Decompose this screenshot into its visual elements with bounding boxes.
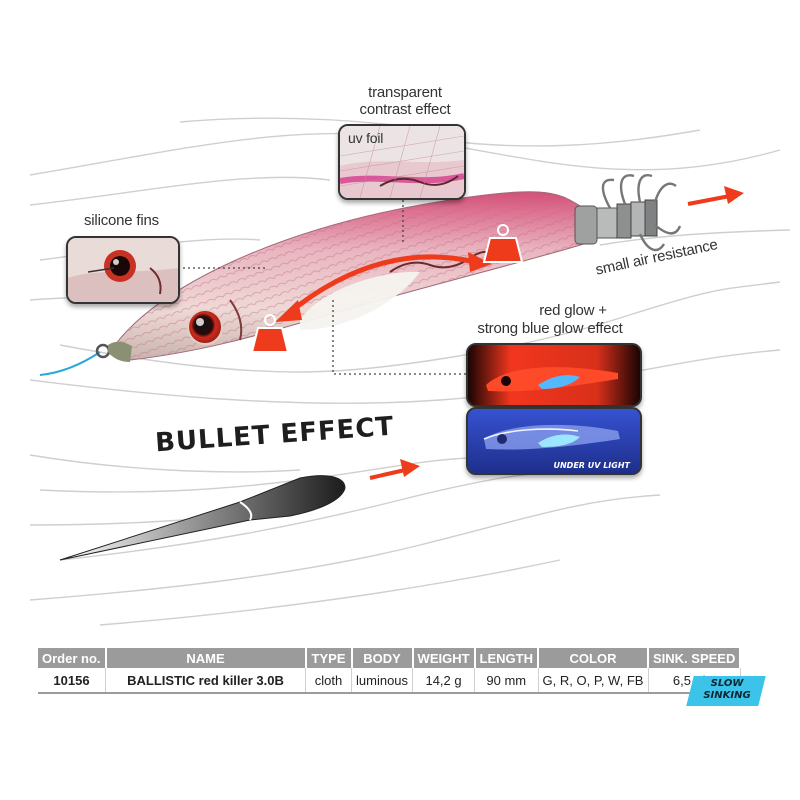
squid-hooks	[601, 174, 682, 252]
order-no-cell: 10156	[38, 668, 107, 694]
under-uv-light-label: UNDER UV LIGHT	[553, 461, 630, 470]
bullet-graphic	[59, 475, 346, 561]
table-header-row: Order no. NAME TYPE BODY WEIGHT LENGTH C…	[38, 648, 742, 668]
column-header: WEIGHT	[412, 648, 476, 668]
silicone-fins-closeup	[68, 238, 178, 302]
table-row: 10156 BALLISTIC red killer 3.0B cloth lu…	[38, 668, 741, 694]
uv-foil-label: uv foil	[348, 130, 384, 146]
glow-effect-label: red glow + strong blue glow effect	[477, 302, 623, 337]
weight-shift-arrow	[275, 252, 492, 322]
column-header: Order no.	[38, 648, 107, 668]
uv-glow-callout: UNDER UV LIGHT	[466, 407, 642, 475]
column-header: COLOR	[538, 648, 649, 668]
length-cell: 90 mm	[474, 668, 539, 694]
weight-icon	[482, 224, 524, 263]
transparent-effect-label: transparent contrast effect	[359, 84, 451, 118]
name-cell: BALLISTIC red killer 3.0B	[105, 668, 307, 694]
column-header: LENGTH	[474, 648, 540, 668]
motion-arrow-bullet	[369, 459, 420, 480]
product-spec-table: Order no. NAME TYPE BODY WEIGHT LENGTH C…	[38, 648, 742, 694]
type-cell: cloth	[305, 668, 353, 694]
column-header: SINK. SPEED	[648, 648, 742, 668]
red-glow-callout	[466, 343, 642, 407]
fishing-line	[39, 351, 101, 376]
column-header: TYPE	[305, 648, 353, 668]
uv-foil-callout: uv foil	[338, 124, 466, 200]
silicone-fins-callout	[66, 236, 180, 304]
weight-icon	[250, 314, 290, 353]
column-header: BODY	[351, 648, 414, 668]
uv-foil-closeup	[340, 126, 464, 198]
red-glow-photo	[468, 345, 640, 405]
body-cell: luminous	[351, 668, 414, 694]
column-header: NAME	[105, 648, 307, 668]
jig-eye	[187, 309, 223, 345]
line-ring	[95, 343, 111, 359]
weight-cell: 14,2 g	[412, 668, 476, 694]
motion-arrow-top	[687, 186, 744, 206]
uv-glow-photo	[468, 409, 640, 473]
silicone-fins-label: silicone fins	[84, 212, 159, 229]
color-cell: G, R, O, P, W, FB	[538, 668, 649, 694]
slow-sinking-label: SLOW SINKING	[703, 678, 751, 701]
